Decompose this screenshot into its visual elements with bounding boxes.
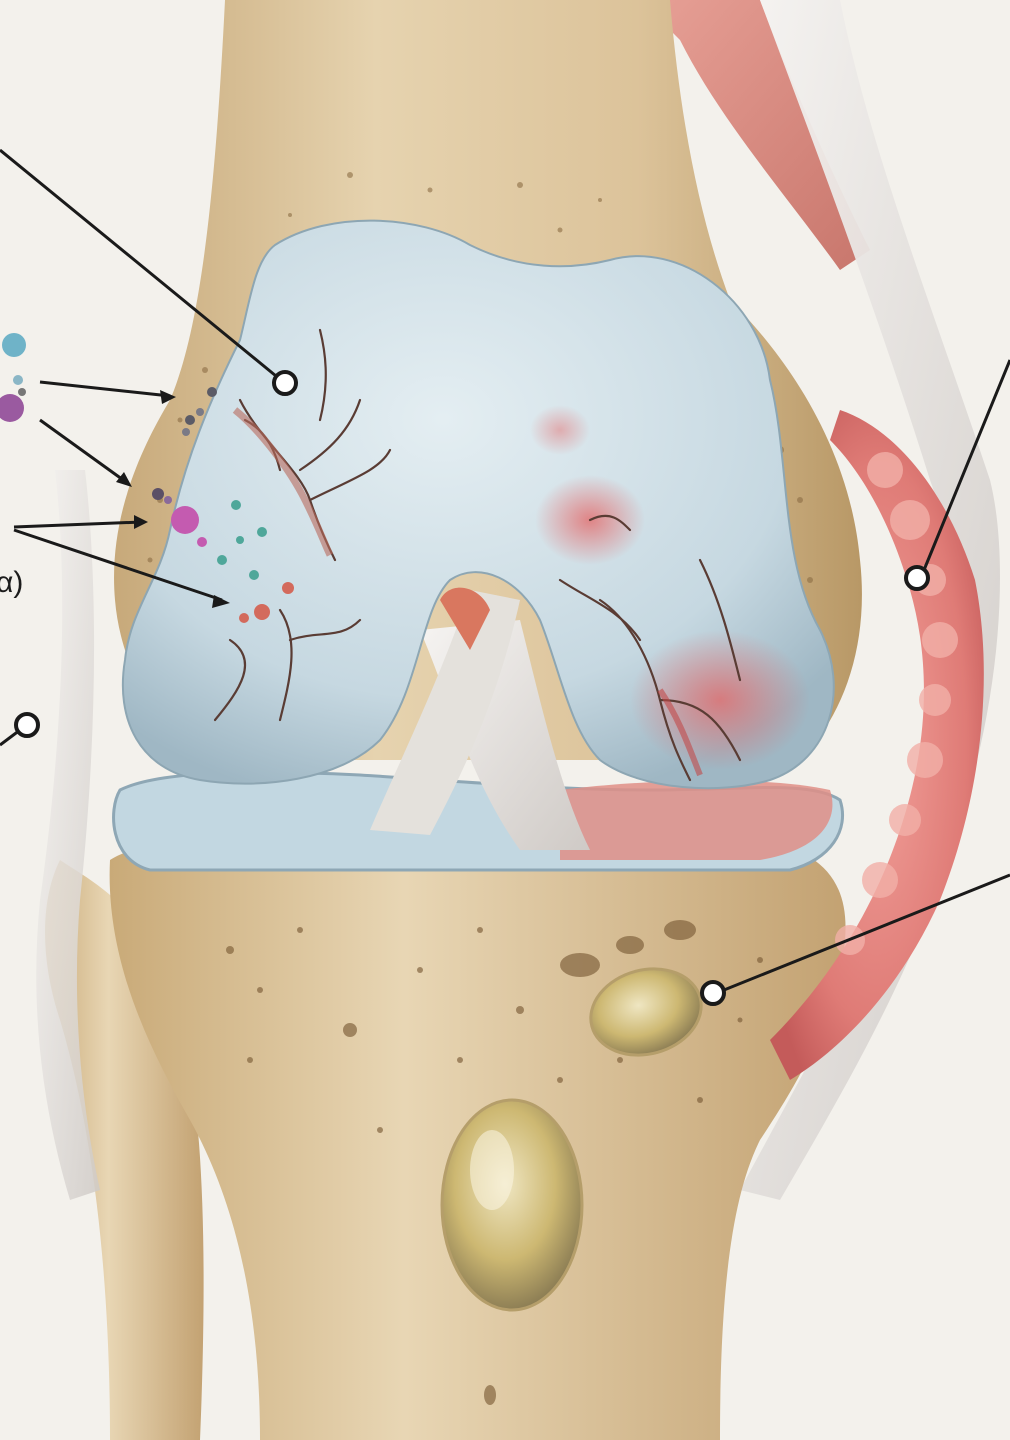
subchondral-cyst-large	[442, 1100, 582, 1310]
inflammation-patch-3	[530, 405, 590, 455]
cyst-highlight	[470, 1130, 514, 1210]
inflammation-patch-2	[630, 630, 810, 770]
damaged-cartilage-plateau	[560, 781, 832, 860]
label-fragment: α)	[0, 566, 23, 600]
